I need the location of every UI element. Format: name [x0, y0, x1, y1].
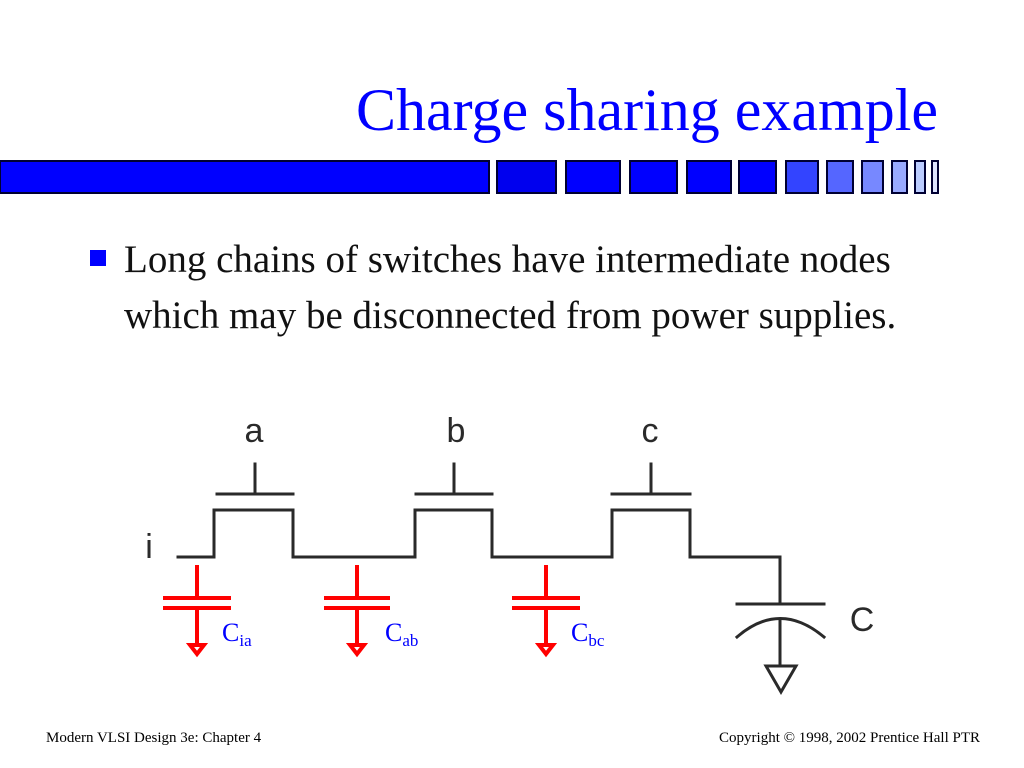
- capacitor-label-c-ia: Cia: [222, 618, 252, 650]
- gate-label-b: b: [447, 412, 466, 450]
- capacitor-label-c-bc: Cbc: [571, 618, 605, 650]
- footer-left: Modern VLSI Design 3e: Chapter 4: [46, 730, 262, 746]
- capacitor-c-ab: [324, 565, 390, 658]
- gate-label-a: a: [245, 412, 264, 450]
- title-divider-bar: [0, 160, 939, 194]
- bullet-marker: [90, 250, 106, 266]
- gate-label-c: c: [642, 412, 659, 450]
- switch-chain-wire: [176, 508, 782, 606]
- input-label: i: [145, 528, 153, 566]
- capacitor-c-ia: [163, 565, 231, 658]
- ground-triangle-icon: [763, 664, 799, 696]
- capacitor-label-c-ab: Cab: [385, 618, 419, 650]
- load-capacitor-label: C: [850, 601, 875, 639]
- bullet-text: Long chains of switches have intermediat…: [124, 238, 897, 337]
- capacitor-c-bc: [512, 565, 580, 658]
- footer-right: Copyright © 1998, 2002 Prentice Hall PTR: [719, 730, 980, 746]
- slide-title: Charge sharing example: [355, 77, 938, 143]
